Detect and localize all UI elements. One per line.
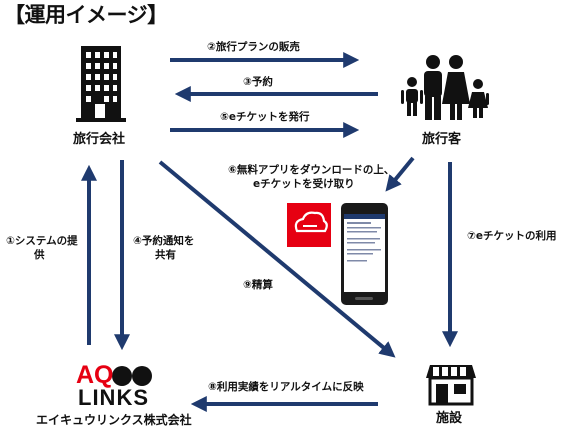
aqoo-logo-circles — [112, 366, 152, 386]
shop-icon — [426, 365, 476, 406]
arrow-settlement — [158, 160, 396, 358]
flow-label-app-download-2: eチケットを受け取り — [253, 178, 355, 190]
flow-label-reservation: ③予約 — [243, 76, 273, 88]
building-icon — [76, 46, 126, 122]
flow-label-usage-reflect: ⑧利用実績をリアルタイムに反映 — [208, 381, 364, 393]
app-icon — [287, 203, 331, 247]
arrow-app-download — [385, 156, 415, 192]
traveler-label: 旅行客 — [422, 132, 462, 147]
travel-agency-label: 旅行会社 — [73, 132, 126, 147]
flow-label-system-provide-1: ①システムの提 — [6, 235, 78, 247]
aqoo-logo-text: AQ — [76, 361, 114, 389]
smartphone-icon — [341, 203, 388, 305]
flow-label-reservation-share-2: 共有 — [155, 249, 176, 261]
flow-label-settlement: ⑨精算 — [243, 279, 273, 291]
page-title: 【運用イメージ】 — [4, 3, 168, 27]
flow-label-plan-sales: ②旅行プランの販売 — [207, 41, 300, 53]
aqoo-company-name: エイキュウリンクス株式会社 — [36, 413, 192, 427]
family-icon — [401, 55, 489, 120]
flow-label-system-provide-2: 供 — [34, 249, 45, 261]
flow-label-eticket-issue: ⑤eチケットを発行 — [220, 111, 310, 123]
links-logo-text: LINKS — [78, 385, 149, 410]
flow-label-app-download-1: ⑥無料アプリをダウンロードの上、 — [228, 164, 395, 176]
flow-label-reservation-share-1: ④予約通知を — [133, 235, 195, 247]
facility-label: 施設 — [436, 411, 463, 426]
flow-label-eticket-use: ⑦eチケットの利用 — [467, 230, 557, 242]
